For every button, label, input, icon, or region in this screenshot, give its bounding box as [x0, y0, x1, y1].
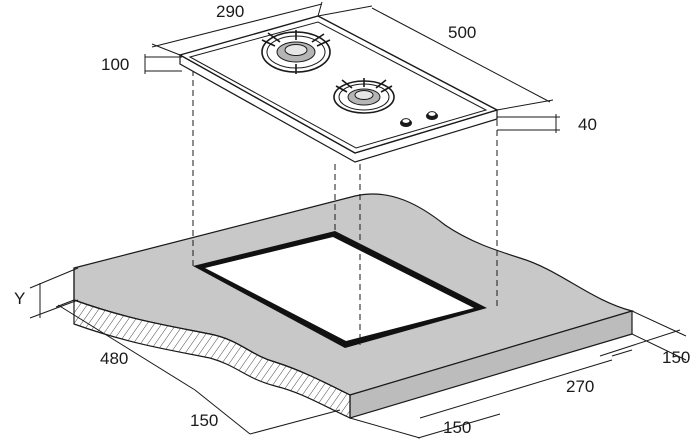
- dimension-lines: [29, 1, 687, 439]
- dim-hob-width: 290: [216, 2, 244, 21]
- hob-top-inner-edge: [188, 21, 488, 149]
- dim-hob-height-total: 100: [101, 55, 129, 74]
- dim-cutout-depth: 480: [100, 349, 128, 368]
- dim-cutout-width: 270: [566, 377, 594, 396]
- countertop: [73, 193, 635, 419]
- dim-front-margin-left: 150: [190, 411, 218, 430]
- control-knob-icon: [400, 111, 438, 127]
- dim-hob-depth: 500: [448, 23, 476, 42]
- gas-burner-large-icon: [261, 30, 331, 74]
- projection-lines: [192, 70, 498, 345]
- countertop-cutout-inner: [205, 237, 474, 341]
- dim-hob-height-above: 40: [578, 115, 597, 134]
- dim-side-margin: 150: [662, 348, 690, 367]
- dim-worktop-thickness: Y: [14, 289, 25, 308]
- dim-front-margin-right: 150: [443, 418, 471, 437]
- gas-burner-small-icon: [333, 78, 395, 114]
- countertop-cut-section: [73, 268, 351, 419]
